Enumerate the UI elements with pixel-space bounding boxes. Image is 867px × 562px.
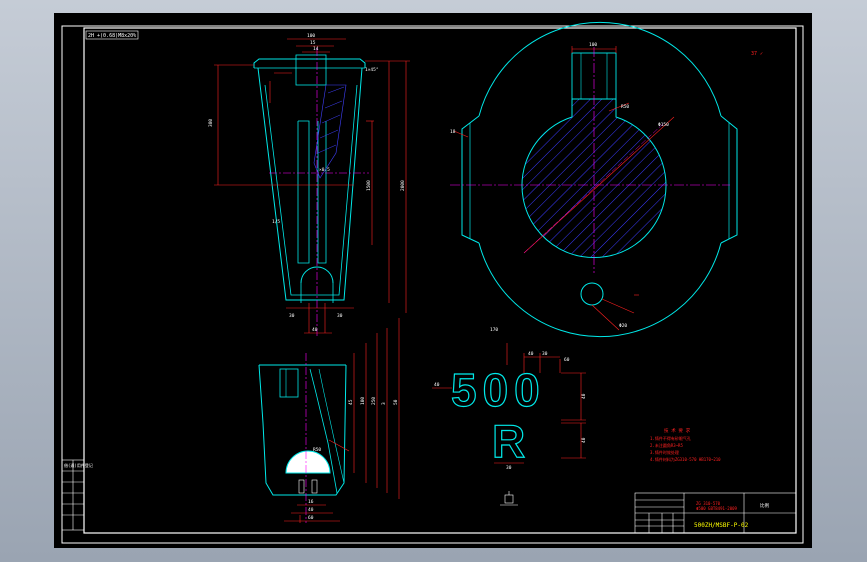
svg-text:Φ150: Φ150 [658, 122, 669, 128]
side-section-view: R50 45 100 250 3 50 16 40 60 [258, 318, 400, 523]
svg-text:30: 30 [337, 313, 343, 319]
svg-text:170: 170 [490, 327, 498, 333]
svg-text:100: 100 [307, 33, 315, 39]
svg-text:1/5: 1/5 [272, 219, 280, 225]
svg-text:40: 40 [308, 507, 314, 513]
svg-text:40: 40 [581, 393, 587, 399]
svg-text:250: 250 [371, 397, 377, 405]
title-block-scale: 比例 [760, 502, 769, 509]
cad-drawing: 借(通)用件登记 2H +(0.68)M8x20% 37 ✓ [61, 21, 804, 544]
svg-text:45: 45 [348, 399, 354, 405]
svg-text:1.铸件不得有砂眼气孔: 1.铸件不得有砂眼气孔 [650, 435, 691, 441]
svg-text:380: 380 [208, 119, 214, 127]
svg-text:40: 40 [312, 327, 318, 333]
svg-text:30: 30 [289, 313, 295, 319]
corner-note: 37 ✓ [751, 51, 763, 57]
left-registration-table [61, 459, 85, 531]
svg-text:16: 16 [308, 499, 314, 505]
front-view: 100 15 14 1×45° 380 1500 2000 ×0.5 1/5 3… [208, 33, 410, 338]
svg-text:30: 30 [542, 351, 548, 357]
svg-text:50: 50 [393, 399, 399, 405]
svg-text:1×45°: 1×45° [365, 67, 379, 73]
svg-text:2.未注圆角R3~R5: 2.未注圆角R3~R5 [650, 442, 683, 448]
technical-requirements: 技 术 要 求 1.铸件不得有砂眼气孔 2.未注圆角R3~R5 3.铸件时效处理… [650, 427, 721, 462]
svg-text:40: 40 [434, 382, 440, 388]
svg-text:14: 14 [313, 46, 319, 52]
big-text-500: 500 [451, 364, 546, 416]
svg-text:2000: 2000 [400, 180, 406, 191]
svg-text:60: 60 [564, 357, 570, 363]
cad-viewport[interactable]: 借(通)用件登记 2H +(0.68)M8x20% 37 ✓ [54, 13, 812, 548]
svg-text:100: 100 [360, 397, 366, 405]
svg-text:100: 100 [589, 42, 597, 48]
title-block-part2: Φ500 GBT8491-2009 [696, 506, 738, 511]
svg-text:40: 40 [581, 437, 587, 443]
svg-text:40: 40 [528, 351, 534, 357]
raised-lettering: 500 R 170 40 30 60 40 40 40 30 [432, 327, 587, 471]
svg-text:R50: R50 [621, 104, 629, 110]
title-block-part1: ZG 310-570 [696, 501, 721, 506]
datum-symbol [500, 491, 518, 506]
svg-text:18: 18 [450, 129, 456, 135]
svg-text:60: 60 [308, 515, 314, 521]
title-block [634, 492, 797, 534]
top-view-circle: 100 R50 Φ150 18 Φ20 [450, 21, 738, 338]
svg-text:Φ20: Φ20 [619, 323, 627, 329]
big-text-r: R [492, 415, 525, 467]
svg-text:4.铸件材料为ZG310-570 HB170~210: 4.铸件材料为ZG310-570 HB170~210 [650, 456, 721, 462]
svg-text:技 术 要 求: 技 术 要 求 [664, 427, 691, 434]
svg-text:30: 30 [506, 465, 512, 471]
outer-frame [61, 25, 804, 544]
title-note: 2H +(0.68)M8x20% [88, 33, 136, 39]
drawing-number: 500ZH/MSBF-P-02 [694, 522, 749, 529]
inner-frame [83, 27, 797, 534]
left-table-label: 借(通)用件登记 [64, 462, 93, 468]
svg-text:3.铸件时效处理: 3.铸件时效处理 [650, 449, 679, 455]
svg-text:3: 3 [381, 402, 387, 405]
svg-text:15: 15 [310, 40, 316, 46]
svg-text:1500: 1500 [366, 180, 372, 191]
svg-text:×0.5: ×0.5 [319, 167, 330, 173]
svg-text:R50: R50 [313, 447, 321, 453]
